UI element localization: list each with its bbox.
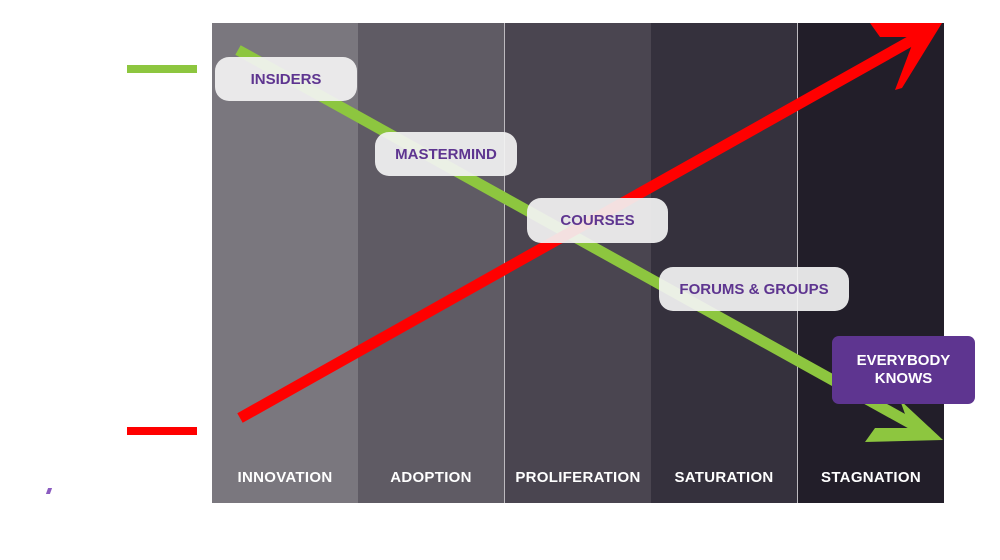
legend-green-line	[127, 65, 197, 73]
tier-mastermind: MASTERMIND	[375, 132, 517, 176]
tier-courses: COURSES	[527, 198, 668, 243]
stage-label: INNOVATION	[237, 469, 333, 486]
stage-stagnation: STAGNATION	[797, 23, 944, 503]
tier-everybody-line2: KNOWS	[874, 370, 933, 387]
tier-everybody-knows: EVERYBODY KNOWS	[832, 336, 975, 404]
tier-forums-groups: FORUMS & GROUPS	[659, 267, 849, 311]
stage-saturation: SATURATION	[651, 23, 797, 503]
stage-label: SATURATION	[674, 469, 774, 486]
legend-red-line	[127, 427, 197, 435]
tier-everybody-line1: EVERYBODY	[856, 352, 951, 369]
stage-label: ADOPTION	[390, 469, 472, 486]
stage-label: STAGNATION	[821, 469, 921, 486]
stage-label: PROLIFERATION	[515, 469, 641, 486]
stage-adoption: ADOPTION	[358, 23, 504, 503]
tier-insiders: INSIDERS	[215, 57, 357, 101]
stage-innovation: INNOVATION	[212, 23, 358, 503]
